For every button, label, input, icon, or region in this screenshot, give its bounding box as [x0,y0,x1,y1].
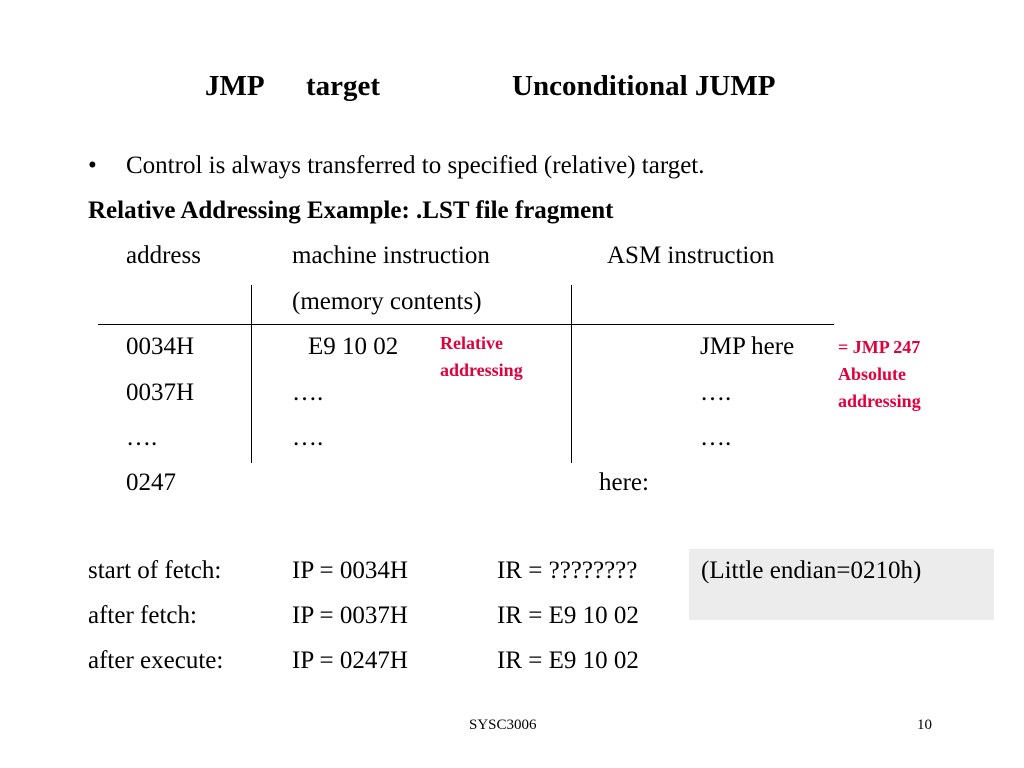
exec-ir: IR = ???????? [497,557,638,584]
exec-ip: IP = 0034H [292,557,408,584]
endian-note: (Little endian=0210h) [701,557,922,584]
endian-note-box [689,549,994,620]
header-asm-instruction: ASM instruction [607,242,775,269]
title-unconditional-jump: Unconditional JUMP [512,70,776,102]
row-machine: E9 10 02 [308,333,399,360]
bullet-icon: • [88,152,97,179]
row-address: 0034H [126,333,195,360]
exec-label: after execute: [88,647,224,674]
row-address: 0247 [126,469,176,496]
row-address: 0037H [126,379,195,406]
note-line: = JMP 247 [838,337,921,357]
subheading: Relative Addressing Example: .LST file f… [88,197,614,224]
note-line: Absolute [838,364,907,384]
exec-ir: IR = E9 10 02 [497,647,639,674]
header-address: address [126,242,201,269]
title-jmp: JMP [205,70,265,102]
row-machine: …. [292,379,324,406]
row-asm: JMP here [700,333,795,360]
exec-label: start of fetch: [88,557,222,584]
exec-ip: IP = 0037H [292,602,408,629]
bullet-text: Control is always transferred to specifi… [126,152,705,179]
title-target: target [306,70,381,102]
relative-addressing-note: Relative addressing [440,330,523,384]
note-line: Relative [440,333,503,353]
row-machine: …. [292,424,324,451]
note-line: addressing [440,360,523,380]
row-address: …. [126,424,158,451]
footer-course: SYSC3006 [469,717,537,733]
header-machine-instruction: machine instruction [292,242,490,269]
exec-label: after fetch: [88,602,197,629]
exec-ir: IR = E9 10 02 [497,602,639,629]
note-line: addressing [838,391,921,411]
row-asm: …. [700,424,732,451]
column-divider-right [571,285,572,463]
exec-ip: IP = 0247H [292,647,408,674]
column-divider-left [251,285,252,463]
absolute-addressing-note: = JMP 247 Absolute addressing [838,334,921,415]
table-header-divider [98,324,834,325]
row-asm: …. [700,379,732,406]
page-number: 10 [917,717,932,733]
header-memory-contents: (memory contents) [292,288,482,315]
row-asm: here: [599,469,649,496]
